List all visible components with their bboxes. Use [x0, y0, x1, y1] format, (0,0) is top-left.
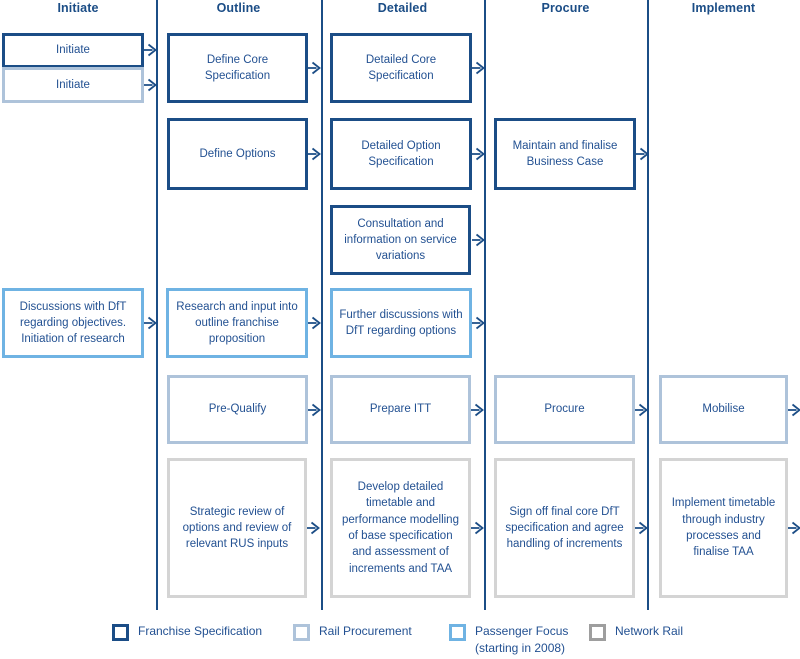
flow-arrow-icon	[472, 233, 485, 247]
box-prepare-itt: Prepare ITT	[330, 375, 471, 444]
box-label: Define Core Specification	[204, 53, 271, 82]
flow-arrow-icon	[308, 147, 321, 161]
column-header-implement: Implement	[691, 1, 756, 15]
box-discussions-with-dft: Discussions with DfT regarding objective…	[2, 288, 144, 358]
box-label: Develop detailed timetable and performan…	[342, 481, 459, 575]
legend-item-franchise-specification: Franchise Specification	[112, 623, 262, 641]
box-procure: Procure	[494, 375, 635, 444]
legend-swatch-passenger-focus	[449, 624, 466, 641]
box-detailed-core-specification: Detailed Core Specification	[330, 33, 472, 103]
column-header-detailed: Detailed	[377, 1, 428, 15]
flow-arrow-icon	[144, 316, 157, 330]
flow-arrow-icon	[308, 403, 321, 417]
box-implement-timetable: Implement timetable through industry pro…	[659, 458, 788, 598]
box-detailed-option-specification: Detailed Option Specification	[330, 118, 472, 190]
box-label: Initiate	[56, 44, 90, 57]
flow-arrow-icon	[788, 521, 800, 535]
legend-label: Franchise Specification	[138, 624, 263, 638]
box-define-core-specification: Define Core Specification	[167, 33, 308, 103]
flow-arrow-icon	[471, 521, 484, 535]
flow-arrow-icon	[308, 61, 321, 75]
legend-label-line1: Passenger Focus	[475, 624, 569, 638]
box-label: Strategic review of options and review o…	[182, 505, 292, 551]
flow-arrow-icon	[308, 316, 321, 330]
box-label: Implement timetable through industry pro…	[671, 497, 776, 559]
box-label: Define Options	[199, 147, 276, 160]
box-label: Maintain and finalise Business Case	[512, 139, 618, 168]
flow-arrow-icon	[788, 403, 800, 417]
legend-item-passenger-focus: Passenger Focus (starting in 2008)	[449, 623, 568, 658]
column-divider	[156, 0, 158, 610]
box-research-and-input: Research and input into outline franchis…	[166, 288, 308, 358]
column-header-initiate: Initiate	[57, 1, 99, 15]
legend-label: Network Rail	[615, 624, 684, 638]
box-label: Detailed Core Specification	[365, 53, 437, 82]
flow-arrow-icon	[144, 43, 157, 57]
flow-arrow-icon	[472, 147, 485, 161]
column-divider	[321, 0, 323, 610]
legend-label: Passenger Focus (starting in 2008)	[475, 623, 568, 658]
column-header-outline: Outline	[216, 1, 261, 15]
box-consultation-service-variations: Consultation and information on service …	[330, 205, 471, 275]
legend: Franchise Specification Rail Procurement…	[0, 620, 800, 659]
box-further-discussions: Further discussions with DfT regarding o…	[330, 288, 472, 358]
legend-swatch-franchise-specification	[112, 624, 129, 641]
legend-item-network-rail: Network Rail	[589, 623, 683, 641]
box-label: Pre-Qualify	[208, 403, 267, 416]
box-maintain-finalise-business-case: Maintain and finalise Business Case	[494, 118, 636, 190]
box-label: Sign off final core DfT specification an…	[505, 505, 624, 551]
box-label: Detailed Option Specification	[361, 139, 441, 168]
box-develop-detailed-timetable: Develop detailed timetable and performan…	[330, 458, 471, 598]
box-label: Prepare ITT	[369, 403, 432, 416]
legend-item-rail-procurement: Rail Procurement	[293, 623, 412, 641]
box-define-options: Define Options	[167, 118, 308, 190]
box-strategic-review: Strategic review of options and review o…	[167, 458, 307, 598]
flow-arrow-icon	[472, 316, 485, 330]
legend-label: Rail Procurement	[319, 624, 412, 638]
box-initiate-franchise: Initiate	[2, 33, 144, 68]
box-sign-off-final-core: Sign off final core DfT specification an…	[494, 458, 635, 598]
flow-arrow-icon	[307, 521, 320, 535]
box-mobilise: Mobilise	[659, 375, 788, 444]
column-divider	[484, 0, 486, 610]
box-label: Mobilise	[702, 403, 745, 416]
column-divider	[647, 0, 649, 610]
box-label: Procure	[544, 403, 585, 416]
box-label: Discussions with DfT regarding objective…	[19, 300, 127, 346]
box-label: Initiate	[56, 78, 90, 91]
flow-arrow-icon	[635, 521, 648, 535]
flow-arrow-icon	[144, 78, 157, 92]
legend-label-line2: (starting in 2008)	[475, 641, 566, 656]
flow-arrow-icon	[471, 403, 484, 417]
box-initiate-procurement: Initiate	[2, 67, 144, 103]
legend-swatch-network-rail	[589, 624, 606, 641]
legend-swatch-rail-procurement	[293, 624, 310, 641]
box-label: Further discussions with DfT regarding o…	[339, 308, 463, 337]
box-label: Consultation and information on service …	[344, 217, 457, 263]
column-header-procure: Procure	[541, 1, 590, 15]
box-pre-qualify: Pre-Qualify	[167, 375, 308, 444]
box-label: Research and input into outline franchis…	[176, 300, 298, 346]
flow-arrow-icon	[635, 403, 648, 417]
flow-arrow-icon	[472, 61, 485, 75]
flow-arrow-icon	[636, 147, 649, 161]
